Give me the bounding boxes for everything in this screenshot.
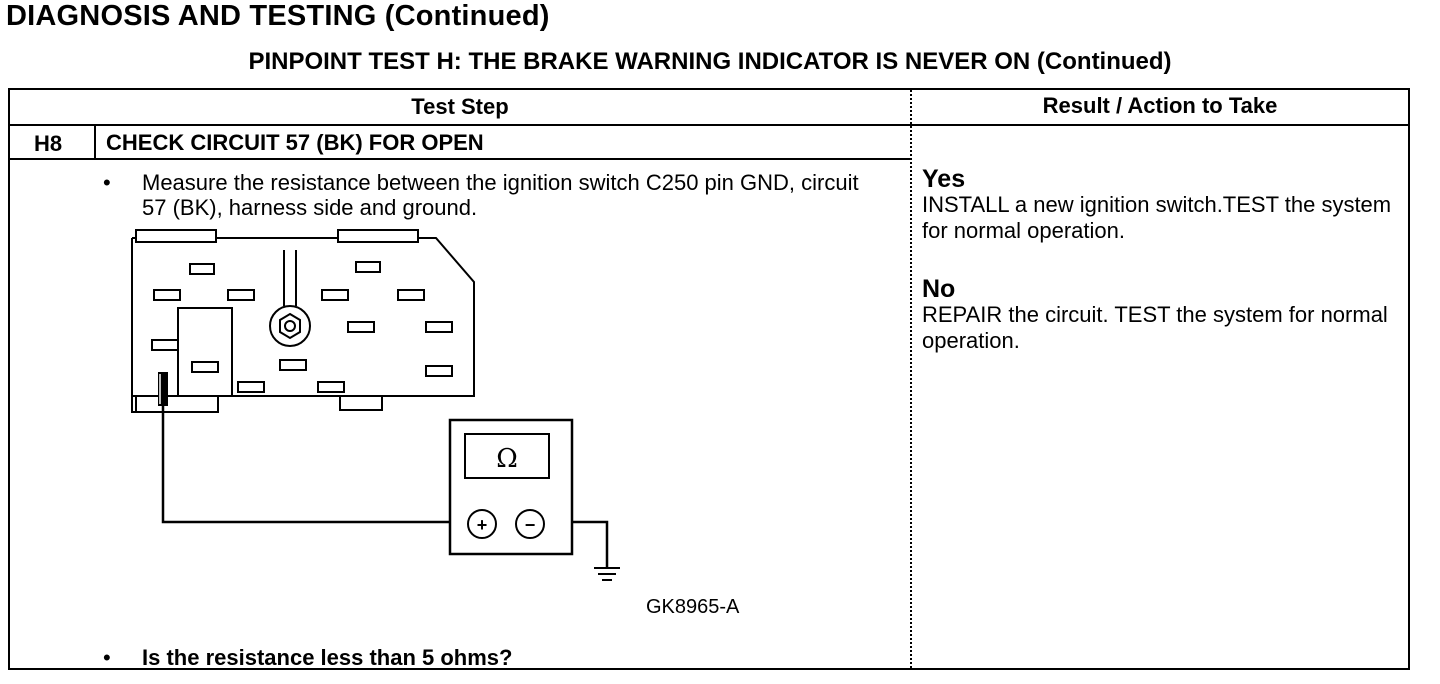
step-id: H8 [34, 131, 63, 156]
bullet-instruction: • [103, 170, 111, 195]
minus-terminal-label: − [525, 515, 536, 535]
ohmmeter-icon [448, 418, 574, 556]
test-probe [158, 372, 168, 406]
step-title: CHECK CIRCUIT 57 (BK) FOR OPEN [106, 130, 484, 155]
test-table: Test Step Result / Action to Take H8 CHE… [8, 88, 1410, 670]
result-no: No REPAIR the circuit. TEST the system f… [922, 276, 1402, 354]
result-no-label: No [922, 275, 956, 303]
pinpoint-test-title: PINPOINT TEST H: THE BRAKE WARNING INDIC… [248, 48, 1172, 75]
connector-body [131, 229, 475, 413]
step-id-divider [94, 124, 96, 158]
result-yes: Yes INSTALL a new ignition switch.TEST t… [922, 166, 1402, 244]
page-title: DIAGNOSIS AND TESTING (Continued) [6, 0, 550, 32]
header-divider [10, 124, 1408, 126]
ground-symbol-icon [594, 567, 620, 581]
result-yes-label: Yes [922, 165, 966, 193]
result-no-text: REPAIR the circuit. TEST the system for … [922, 302, 1388, 353]
column-divider [910, 90, 912, 668]
result-yes-text: INSTALL a new ignition switch.TEST the s… [922, 192, 1392, 243]
ohm-symbol: Ω [496, 444, 518, 474]
header-test-step: Test Step [411, 94, 509, 119]
instruction-text: Measure the resistance between the ignit… [142, 170, 859, 220]
plus-terminal-label: + [477, 515, 488, 535]
header-result-action: Result / Action to Take [1042, 93, 1278, 118]
question-text: Is the resistance less than 5 ohms? [142, 645, 513, 670]
bullet-question: • [103, 645, 111, 670]
connector-diagram-icon: Ω + − GK8965-A [131, 229, 740, 618]
step-divider-line [10, 158, 910, 160]
figure-id: GK8965-A [646, 596, 740, 618]
